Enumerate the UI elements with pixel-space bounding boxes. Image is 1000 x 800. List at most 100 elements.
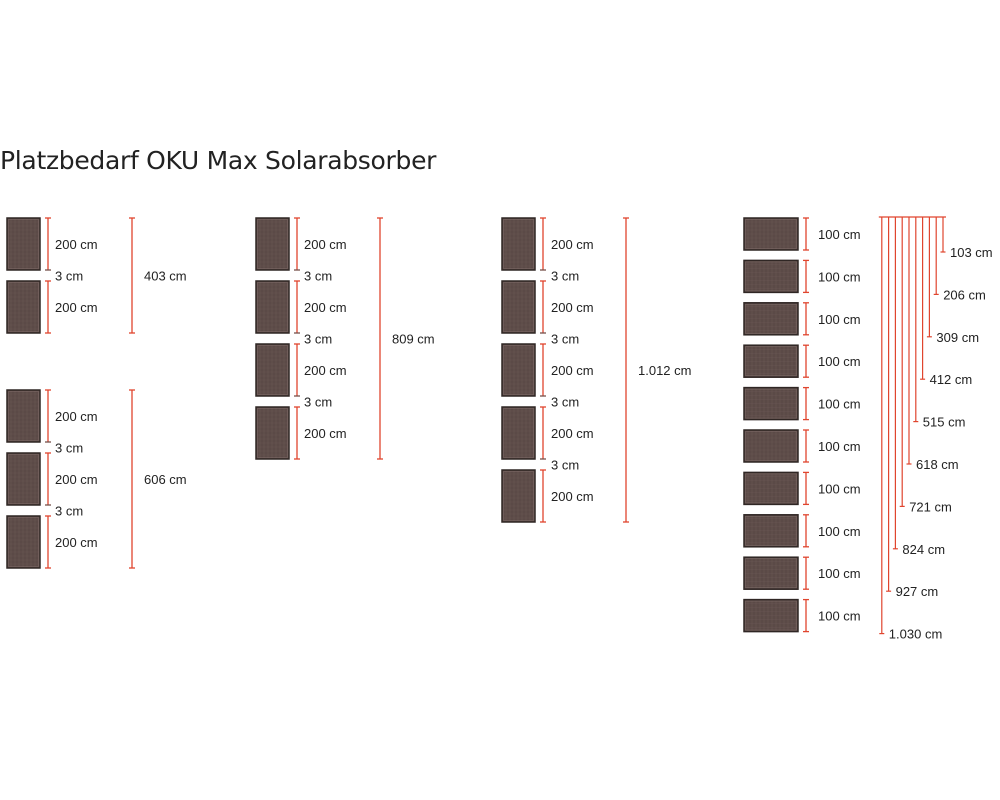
panel-length-label: 100 cm (818, 312, 861, 327)
solar-panel (501, 406, 536, 460)
gap-label: 3 cm (551, 332, 579, 347)
cumulative-length-label: 103 cm (950, 245, 993, 260)
solar-panel (743, 386, 799, 421)
panel-dimension-line (803, 259, 809, 294)
solar-panel (255, 217, 290, 271)
solar-panel (255, 280, 290, 334)
panel-dimension-line (803, 429, 809, 463)
solar-panel (501, 280, 536, 334)
total-length-label: 1.012 cm (638, 363, 691, 378)
solar-panel (6, 280, 41, 334)
solar-panel (501, 469, 536, 523)
panel-dimension-line (45, 452, 51, 506)
panel-length-label: 200 cm (551, 300, 594, 315)
panel-length-label: 200 cm (304, 426, 347, 441)
total-dimension-line (129, 217, 135, 334)
panel-length-label: 100 cm (818, 524, 861, 539)
gap-label: 3 cm (55, 441, 83, 456)
panel-dimension-line (803, 217, 809, 251)
panel-length-label: 100 cm (818, 397, 861, 412)
panel-length-label: 100 cm (818, 439, 861, 454)
solar-panel (743, 302, 799, 336)
panel-dimension-line (294, 343, 300, 397)
solar-panel (743, 514, 799, 548)
panel-length-label: 200 cm (551, 426, 594, 441)
panel-dimension-line (294, 217, 300, 271)
panel-length-label: 100 cm (818, 354, 861, 369)
solar-panel (6, 452, 41, 506)
solar-panel (6, 389, 41, 443)
cumulative-length-label: 206 cm (943, 287, 986, 302)
panel-dimension-line (540, 217, 546, 271)
gap-label: 3 cm (551, 458, 579, 473)
panel-length-label: 100 cm (818, 227, 861, 242)
solar-panel (501, 343, 536, 397)
gap-label: 3 cm (304, 269, 332, 284)
panel-dimension-line (803, 514, 809, 548)
panel-dimension-line (294, 406, 300, 460)
solar-panel (6, 217, 41, 271)
cumulative-length-label: 927 cm (896, 584, 939, 599)
diagram-title: Platzbedarf OKU Max Solarabsorber (0, 146, 437, 175)
solar-panel (743, 429, 799, 463)
panel-length-label: 200 cm (304, 237, 347, 252)
panel-dimension-line (45, 515, 51, 569)
panel-dimension-line (803, 302, 809, 336)
panel-length-label: 100 cm (818, 481, 861, 496)
cumulative-length-label: 824 cm (902, 542, 945, 557)
gap-label: 3 cm (551, 269, 579, 284)
gap-label: 3 cm (55, 269, 83, 284)
total-length-label: 809 cm (392, 332, 435, 347)
panel-dimension-line (540, 469, 546, 523)
panel-length-label: 200 cm (55, 535, 98, 550)
panel-length-label: 200 cm (551, 363, 594, 378)
panel-dimension-line (540, 280, 546, 334)
cumulative-length-label: 515 cm (923, 415, 966, 430)
panel-length-label: 100 cm (818, 609, 861, 624)
solar-panel (255, 406, 290, 460)
panel-dimension-line (540, 406, 546, 460)
solar-panel (743, 598, 799, 633)
panel-length-label: 100 cm (818, 269, 861, 284)
panel-length-label: 200 cm (304, 300, 347, 315)
panel-length-label: 200 cm (55, 409, 98, 424)
solar-panel (743, 217, 799, 251)
gap-label: 3 cm (304, 332, 332, 347)
panel-dimension-line (294, 280, 300, 334)
solar-panel (743, 259, 799, 294)
solar-panel (255, 343, 290, 397)
panel-dimension-line (803, 344, 809, 378)
panel-dimension-line (803, 556, 809, 590)
gap-label: 3 cm (551, 395, 579, 410)
cumulative-length-label: 1.030 cm (889, 627, 942, 642)
panel-dimension-line (45, 280, 51, 334)
solar-panel (501, 217, 536, 271)
gap-label: 3 cm (304, 395, 332, 410)
solar-panel (6, 515, 41, 569)
panel-dimension-line (540, 343, 546, 397)
solar-panel (743, 556, 799, 590)
panel-length-label: 200 cm (55, 472, 98, 487)
total-dimension-line (129, 389, 135, 569)
gap-label: 3 cm (55, 504, 83, 519)
total-length-label: 403 cm (144, 269, 187, 284)
panel-length-label: 200 cm (55, 237, 98, 252)
panel-dimension-line (803, 598, 809, 633)
panel-dimension-line (45, 389, 51, 443)
panel-length-label: 200 cm (551, 489, 594, 504)
cumulative-length-label: 721 cm (909, 499, 952, 514)
cumulative-length-label: 412 cm (930, 372, 973, 387)
panel-dimension-line (45, 217, 51, 271)
total-dimension-line (623, 217, 629, 523)
solar-panel (743, 471, 799, 506)
panel-length-label: 200 cm (551, 237, 594, 252)
panel-length-label: 200 cm (304, 363, 347, 378)
panel-length-label: 200 cm (55, 300, 98, 315)
cumulative-length-label: 618 cm (916, 457, 959, 472)
panel-dimension-line (803, 386, 809, 421)
panel-dimension-line (803, 471, 809, 506)
total-length-label: 606 cm (144, 472, 187, 487)
cumulative-length-label: 309 cm (936, 330, 979, 345)
panel-length-label: 100 cm (818, 566, 861, 581)
